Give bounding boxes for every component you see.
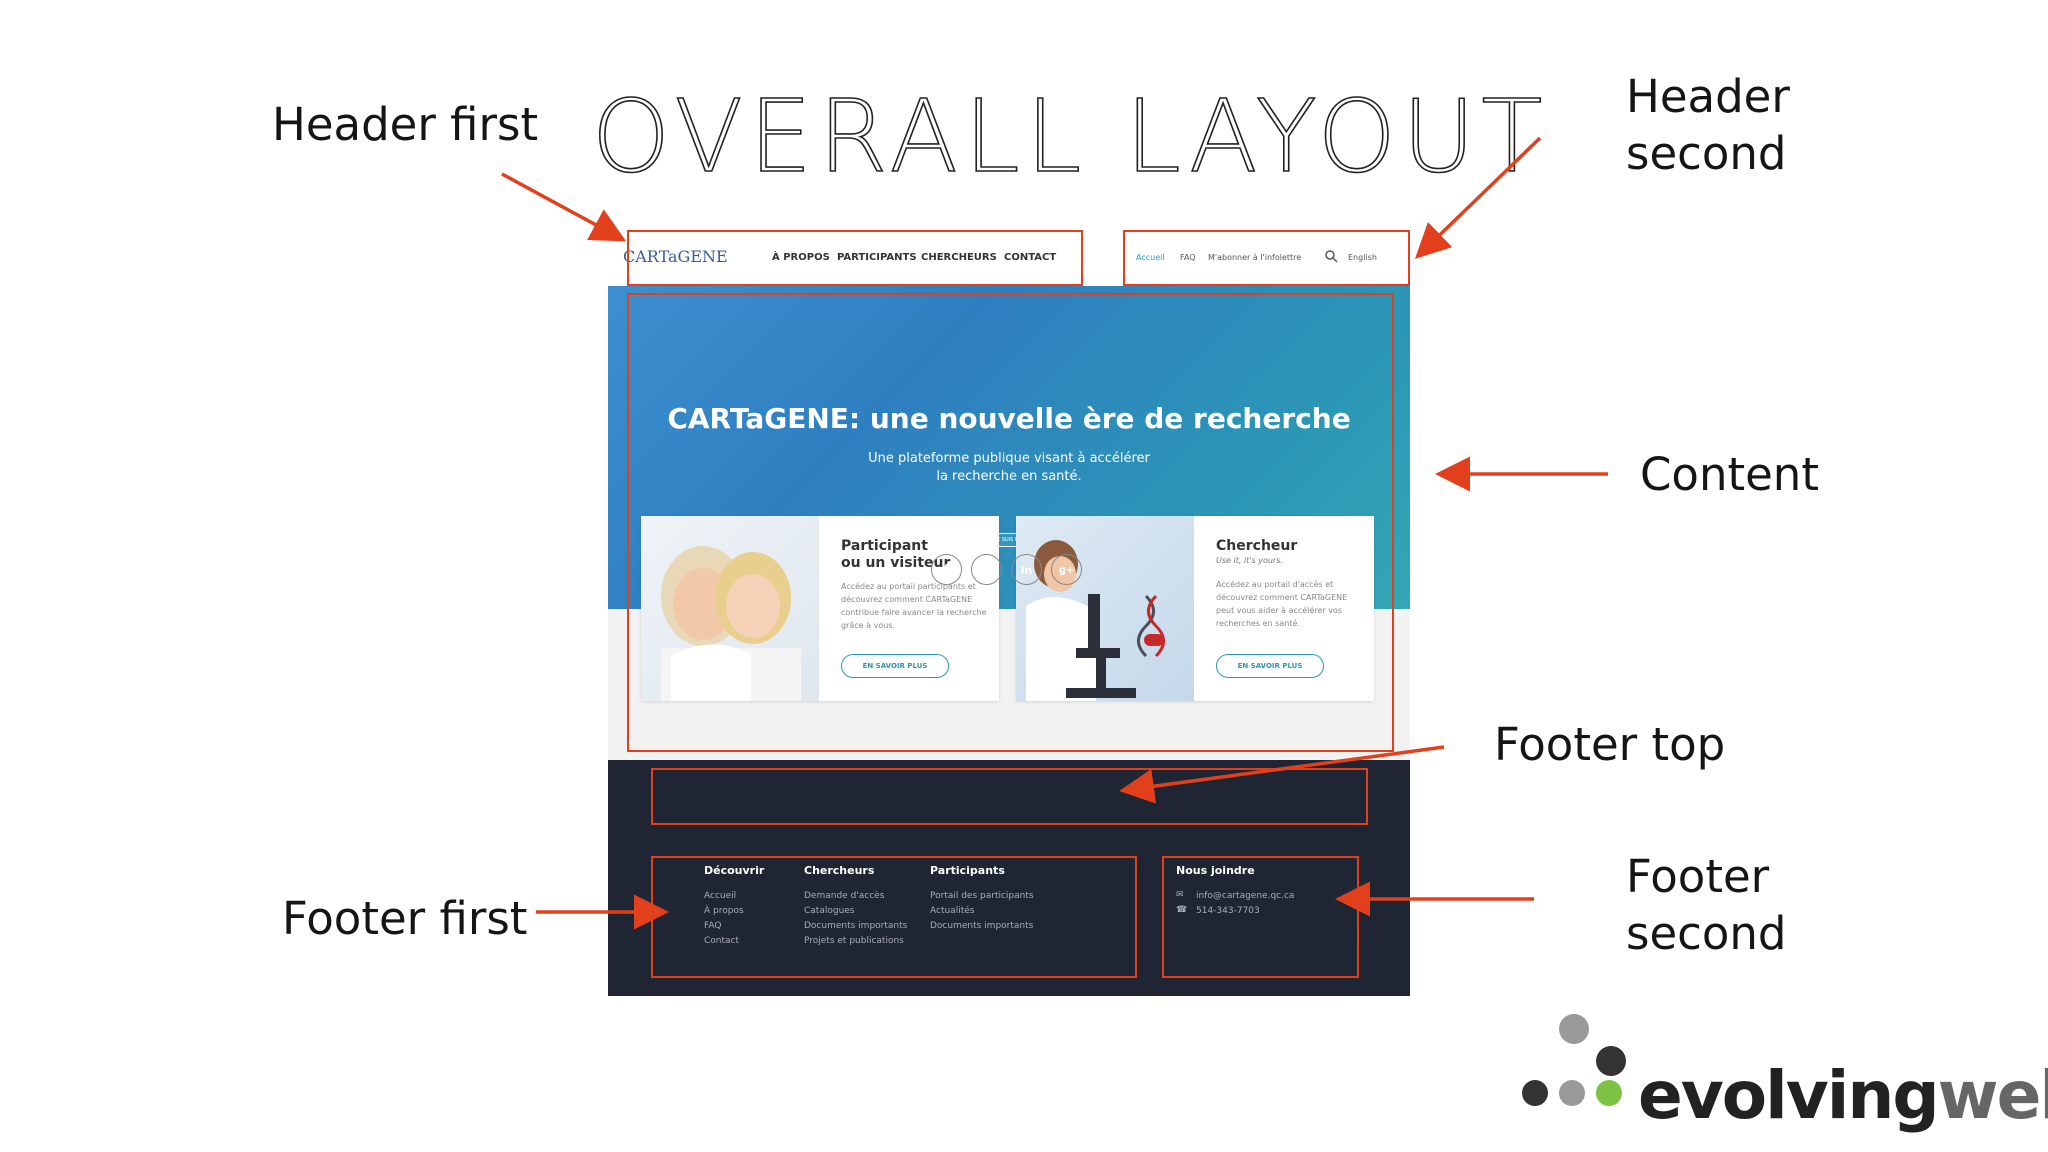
facebook-icon[interactable]: f [931,554,962,585]
linkedin-icon[interactable]: in [1011,554,1042,585]
footer-link[interactable]: Contact [704,936,740,946]
card-participant-title-line1: Participant [841,538,928,554]
callout-footer-second-line2: second [1626,907,1787,960]
twitter-icon[interactable]: t [971,554,1002,585]
nav-participants[interactable]: PARTICIPANTS [837,252,917,263]
footer-link[interactable]: Demande d'accès [804,891,885,901]
evolvingweb-logo: evolvingweb [1638,1058,2048,1134]
highlight-content [627,293,1394,752]
card-participant-title-line2: ou un visiteur [841,555,951,571]
callout-content: Content [1640,448,1819,501]
footer-link[interactable]: FAQ [704,921,722,931]
card-chercheur-button[interactable]: EN SAVOIR PLUS [1216,654,1324,678]
callout-footer-second: Footer second [1626,848,1787,962]
footer-link[interactable]: Portail des participants [930,891,1034,901]
card-participant: Participant ou un visiteur Accédez au po… [641,516,999,701]
callout-header-first: Header first [272,98,539,151]
brand-bold: evolving [1638,1057,1940,1134]
highlight-header-second [1123,230,1410,286]
card-chercheur-subtitle: Use it, it's yours. [1216,556,1283,565]
card-chercheur-text: Accédez au portail d'accès et découvrez … [1216,580,1348,628]
envelope-icon: ✉ [1176,890,1184,900]
nav-contact[interactable]: CONTACT [1004,252,1057,263]
callout-footer-second-line1: Footer [1626,850,1770,903]
hero-subtitle: Une plateforme publique visant à accélér… [809,450,1209,486]
footer-link[interactable]: Catalogues [804,906,855,916]
highlight-footer-top [651,768,1368,825]
nav-accueil[interactable]: Accueil [1136,253,1165,262]
brand-dot [1596,1080,1622,1106]
footer-col-participants-heading: Participants [930,864,1005,877]
callout-header-second-line2: second [1626,127,1787,180]
brand-dot [1559,1080,1585,1106]
brand-dot [1522,1080,1548,1106]
nav-newsletter[interactable]: M'abonner à l'infolettre [1208,253,1302,262]
arrow-footer-top [1119,745,1445,804]
footer-link[interactable]: Documents importants [804,921,908,931]
footer-link[interactable]: Actualités [930,906,975,916]
card-participant-button[interactable]: EN SAVOIR PLUS [841,654,949,678]
brand-light: web [1937,1057,2048,1134]
footer-contact-heading: Nous joindre [1176,864,1255,877]
highlight-header-first [627,230,1083,286]
callout-footer-first: Footer first [282,892,528,945]
phone-icon: ☎ [1176,905,1188,915]
footer-link[interactable]: Documents importants [930,921,1034,931]
family-illustration [661,546,801,701]
callout-header-second: Header second [1626,68,1790,182]
footer-email[interactable]: info@cartagene.qc.ca [1196,891,1295,901]
site-header: CARTaGENE À PROPOS PARTICIPANTS CHERCHEU… [608,228,1410,286]
highlight-footer-second [1162,856,1359,978]
callout-footer-top: Footer top [1494,718,1726,771]
search-icon-graphic [1325,250,1338,263]
nav-apropos[interactable]: À PROPOS [772,252,830,263]
slide-title: OVERALL LAYOUT [591,78,1549,195]
hero-title: CARTaGENE: une nouvelle ère de recherche [667,402,1351,435]
website-mockup: CARTaGENE À PROPOS PARTICIPANTS CHERCHEU… [608,228,1410,996]
footer-link[interactable]: Projets et publications [804,936,904,946]
footer-link[interactable]: Accueil [704,891,737,901]
nav-faq[interactable]: FAQ [1180,253,1196,262]
site-logo: CARTaGENE [623,247,728,266]
search-icon[interactable] [1324,248,1338,263]
arrow-header-second [1414,136,1542,259]
brand-dot [1596,1046,1626,1076]
hero-subtitle-line1: Une plateforme publique visant à accélér… [868,451,1150,466]
language-switch[interactable]: English [1348,253,1377,262]
callout-header-second-line1: Header [1626,70,1790,123]
hero-subtitle-line2: la recherche en santé. [936,469,1082,484]
participant-photo [641,516,819,701]
footer-col-chercheurs-heading: Chercheurs [804,864,875,877]
card-participant-title: Participant ou un visiteur [841,538,991,572]
footer-col-decouvrir-heading: Découvrir [704,864,765,877]
footer-phone[interactable]: 514-343-7703 [1196,906,1260,916]
nav-chercheurs[interactable]: CHERCHEURS [921,252,997,263]
site-footer: Découvrir Accueil À propos FAQ Contact C… [608,760,1410,996]
brand-dot [1559,1014,1589,1044]
card-participant-text: Accédez au portail participants et décou… [841,582,987,630]
arrow-header-first [501,172,627,242]
footer-link[interactable]: À propos [704,906,744,916]
google-plus-icon[interactable]: g+ [1051,554,1082,585]
card-chercheur: Chercheur Use it, it's yours. Accédez au… [1016,516,1374,701]
card-chercheur-title: Chercheur [1216,538,1298,554]
